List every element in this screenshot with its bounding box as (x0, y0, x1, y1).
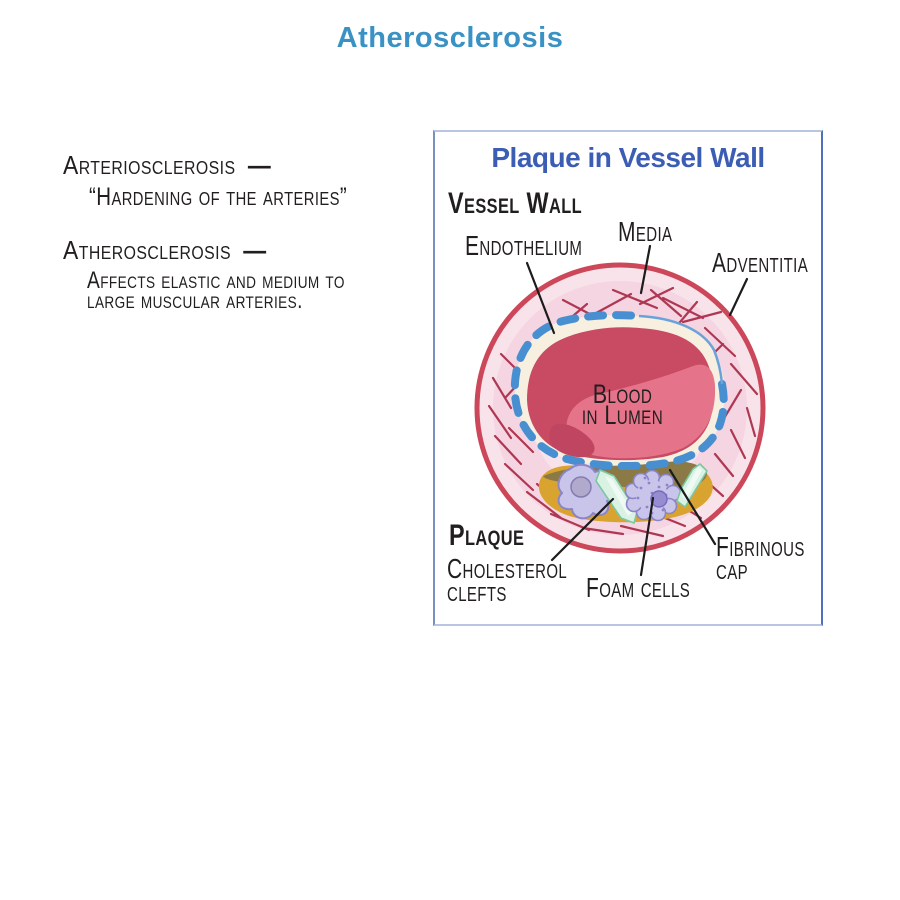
definitions-notes: Arteriosclerosis — “Hardening of the arte… (63, 152, 403, 322)
foam-cluster-nucleus (650, 490, 668, 508)
label-fibrinous-line2: cap (716, 553, 748, 585)
vessel-cross-section-diagram (474, 244, 766, 577)
endothelium-leader-line (525, 261, 556, 335)
label-blood-line2: in Lumen (581, 400, 664, 431)
cholesterol-leader-line (550, 497, 615, 562)
plaque-diagram-panel: Plaque in Vessel Wall (433, 130, 823, 626)
term-text: Atherosclerosis (63, 235, 231, 265)
adventitia-leader-line (728, 277, 749, 317)
label-cholesterol-line2: clefts (447, 575, 507, 607)
label-fibrinous-cap: Fibrinous cap (716, 531, 805, 585)
note-def-atherosclerosis-line1: Affects elastic and medium to (87, 267, 345, 294)
page-title: Atherosclerosis (336, 22, 564, 54)
blood-lumen-highlight (566, 364, 716, 459)
label-media: Media (618, 216, 673, 247)
label-adventitia: Adventitia (712, 247, 809, 278)
label-cholesterol-line1: Cholesterol (447, 553, 568, 584)
label-endothelium: Endothelium (465, 230, 583, 261)
note-def-arteriosclerosis: “Hardening of the arteries” (89, 183, 348, 211)
crystal-shine (682, 467, 702, 500)
label-plaque: Plaque (449, 519, 525, 552)
foam-cell-cluster (624, 469, 682, 522)
em-dash: — (243, 235, 267, 265)
diagram-title: Plaque in Vessel Wall (491, 142, 765, 173)
media-leader-line (639, 244, 652, 295)
fibrinous-cap-leader-line (668, 468, 717, 546)
foam-cells-leader-line (639, 496, 655, 577)
note-term-arteriosclerosis: Arteriosclerosis — (63, 152, 271, 178)
label-vessel-wall: Vessel Wall (448, 187, 583, 220)
blood-lumen-shadow (549, 423, 595, 458)
label-foam-cells: Foam cells (586, 572, 691, 603)
endothelium-dashed-ring (510, 311, 728, 471)
note-term-atherosclerosis: Atherosclerosis — (63, 237, 267, 263)
label-fibrinous-line1: Fibrinous (716, 531, 805, 562)
note-def-atherosclerosis-line2: large muscular arteries. (87, 287, 303, 314)
label-blood-in-lumen: Blood in Lumen (549, 379, 697, 431)
endothelium-thin-line (638, 314, 724, 385)
em-dash: — (247, 150, 272, 180)
foam-cell-nucleus (570, 476, 592, 498)
label-blood-line1: Blood (592, 379, 653, 409)
label-cholesterol-clefts: Cholesterol clefts (447, 553, 568, 607)
term-text: Arteriosclerosis (63, 150, 236, 180)
